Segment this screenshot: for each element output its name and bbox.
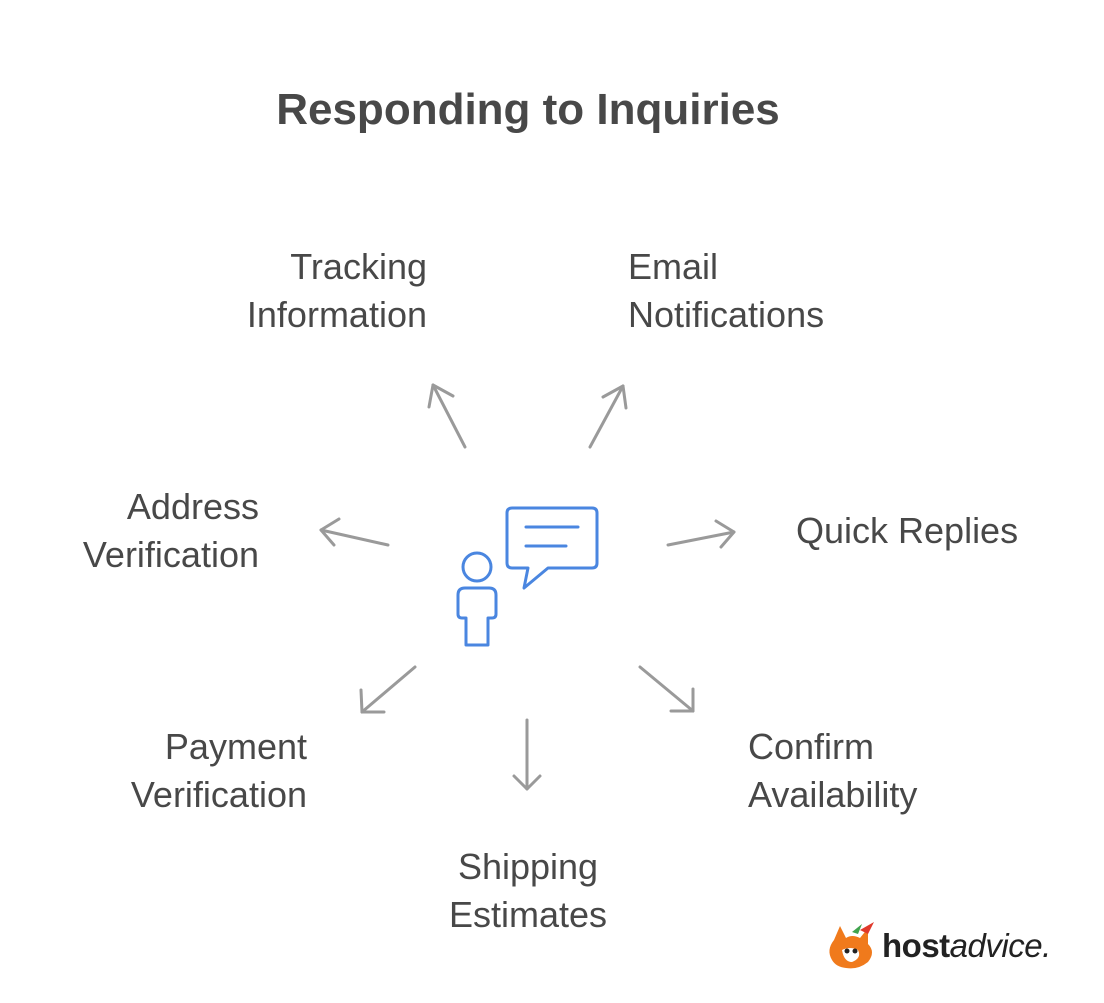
arrow-to-tracking xyxy=(427,383,467,449)
arrow-to-shipping xyxy=(512,718,542,791)
label-email-line1: Email xyxy=(628,246,719,287)
label-tracking-line1: Tracking xyxy=(290,246,427,287)
fox-mascot-icon xyxy=(829,922,874,969)
speech-bubble-icon xyxy=(505,506,599,590)
label-address-line1: Address xyxy=(126,486,259,527)
label-quick-line1: Quick Replies xyxy=(796,510,1019,551)
label-confirm-availability: Confirm Availability xyxy=(748,723,917,819)
label-email-notifications: Email Notifications xyxy=(628,243,824,339)
label-tracking-line2: Information xyxy=(246,294,427,335)
label-shipping-estimates: Shipping Estimates xyxy=(428,843,628,939)
label-payment-line1: Payment xyxy=(164,726,307,767)
label-shipping-line1: Shipping xyxy=(457,846,599,887)
label-payment-verification: Payment Verification xyxy=(131,723,307,819)
person-with-speech-bubble-icon xyxy=(456,506,599,647)
diagram-title: Responding to Inquiries xyxy=(276,85,780,134)
label-payment-line2: Verification xyxy=(130,774,307,815)
logo-bold-part: host xyxy=(882,927,950,964)
person-head-icon xyxy=(461,551,493,583)
logo-light-part: advice. xyxy=(949,927,1052,964)
label-address-line2: Verification xyxy=(82,534,259,575)
arrow-to-address xyxy=(319,517,390,547)
hostadvice-logo: hostadvice. xyxy=(822,918,1051,974)
logo-wordmark: hostadvice. xyxy=(882,927,1051,965)
label-confirm-line2: Availability xyxy=(748,774,918,815)
label-confirm-line1: Confirm xyxy=(748,726,875,767)
arrow-to-quick-replies xyxy=(666,519,736,549)
label-address-verification: Address Verification xyxy=(83,483,259,579)
arrow-to-payment xyxy=(359,665,417,714)
arrow-to-email xyxy=(588,384,628,449)
label-shipping-line2: Estimates xyxy=(448,894,608,935)
arrow-to-confirm xyxy=(638,665,695,713)
label-tracking-information: Tracking Information xyxy=(247,243,427,339)
label-quick-replies: Quick Replies xyxy=(796,507,1018,555)
person-body-icon xyxy=(456,586,498,647)
label-email-line2: Notifications xyxy=(628,294,825,335)
